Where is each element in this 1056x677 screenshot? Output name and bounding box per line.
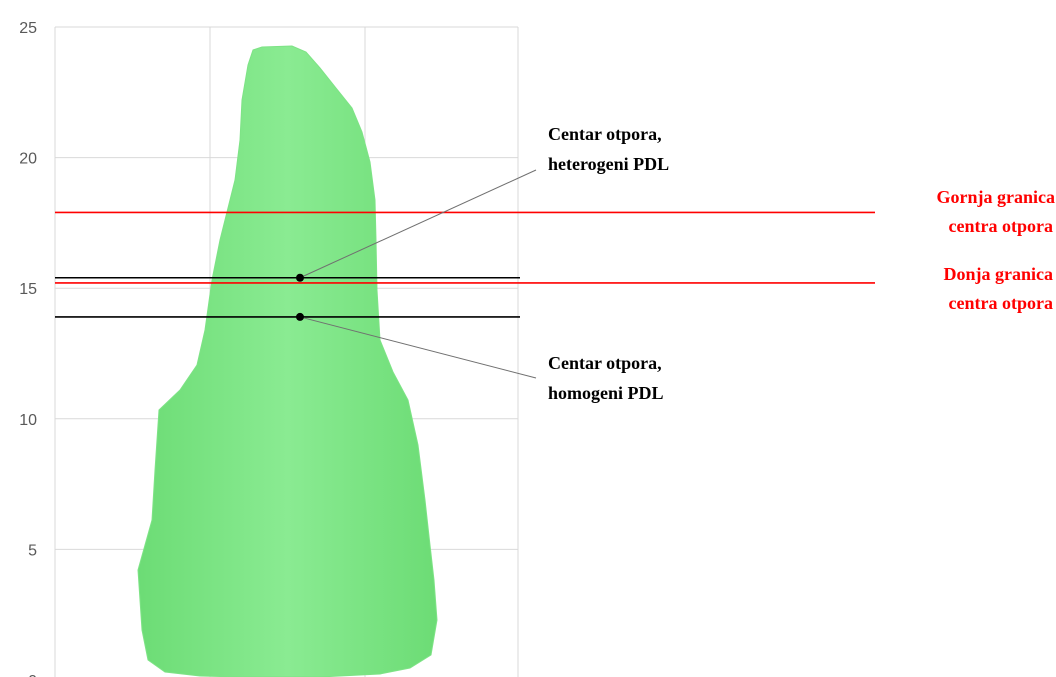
- heterogeneous-point: [296, 273, 304, 282]
- reference-lines: [55, 211, 875, 318]
- y-axis-ticks: 0 5 10 15 20 25: [19, 20, 37, 677]
- annotation-upper-bound-line1: Gornja granica: [937, 187, 1056, 207]
- y-tick-label: 20: [19, 151, 37, 168]
- annotation-upper-bound-line2: centra otpora: [949, 216, 1053, 236]
- heterogeneous-leader-line: [299, 169, 537, 279]
- y-tick-label: 10: [19, 412, 37, 429]
- annotations: Centar otpora, heterogeni PDL Centar otp…: [548, 124, 1055, 403]
- data-points: [296, 273, 304, 321]
- annotation-heterogeneous-line1: Centar otpora,: [548, 124, 662, 144]
- leader-lines: [299, 169, 537, 379]
- y-tick-label: 5: [28, 542, 37, 559]
- homogeneous-leader-line: [299, 316, 537, 379]
- homogeneous-point: [296, 312, 304, 321]
- annotation-lower-bound-line2: centra otpora: [949, 293, 1053, 313]
- annotation-homogeneous-line1: Centar otpora,: [548, 353, 662, 373]
- annotation-lower-bound-line1: Donja granica: [944, 264, 1054, 284]
- y-tick-label: 25: [19, 20, 37, 37]
- tooth-shape: [137, 45, 438, 677]
- annotation-heterogeneous-line2: heterogeni PDL: [548, 154, 669, 174]
- grid: [54, 26, 519, 677]
- y-tick-label: 15: [19, 281, 37, 298]
- y-tick-label: 0: [28, 673, 37, 677]
- annotation-homogeneous-line2: homogeni PDL: [548, 383, 664, 403]
